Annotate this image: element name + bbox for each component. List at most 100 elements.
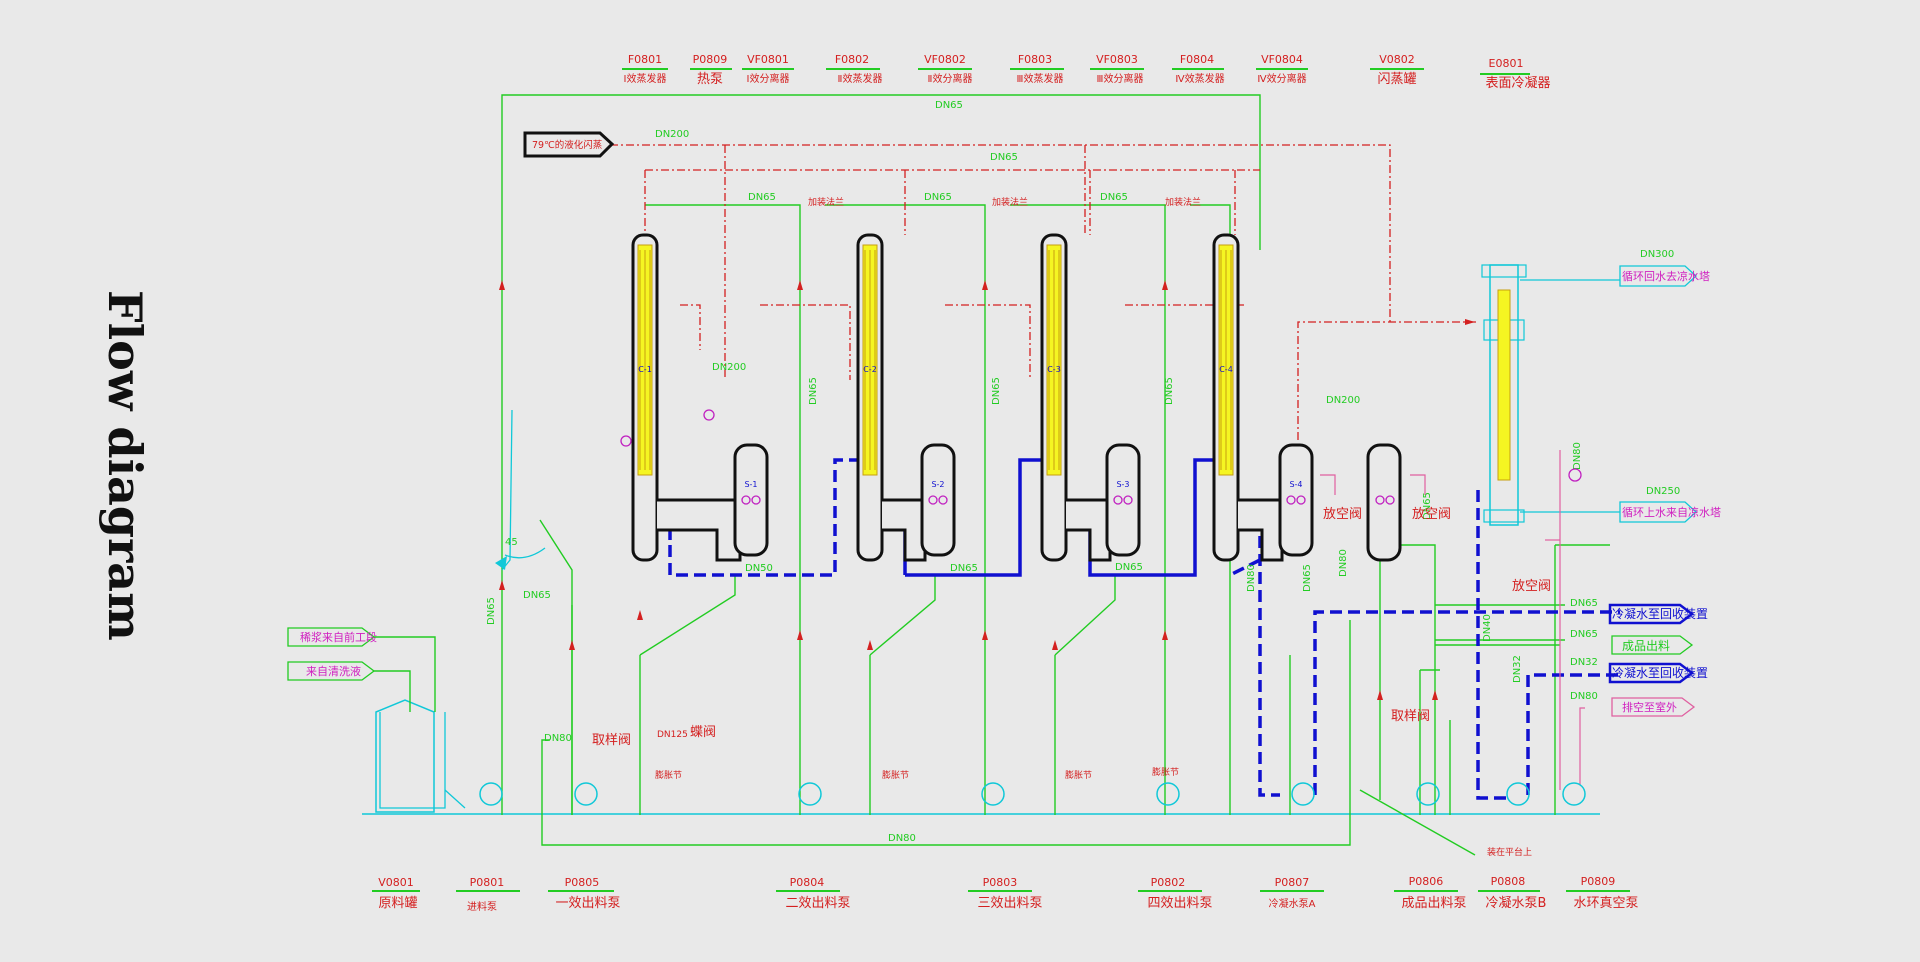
pipe-label: DN65 [1570,629,1598,640]
pipe-label: DN200 [712,362,746,373]
pipe-label: DN80 [544,733,572,744]
pipe-label: DN65 [1164,377,1175,405]
pipe-label: DN32 [1512,655,1523,683]
pipe-label: DN200 [655,129,689,140]
pump [574,782,598,806]
pump [981,782,1005,806]
tag-desc: 二效出料泵 [785,896,850,911]
pipe-label: DN80 [1246,564,1257,592]
pipe-label: DN65 [808,377,819,405]
valve-label: 加装法兰 [808,196,844,208]
evaporator-c3: C-3 S-3 [1040,233,1141,562]
valve-label: 放空阀 [1512,579,1551,594]
pipe-label: DN65 [924,192,952,203]
pipe-label: DN80 [1338,549,1349,577]
tag-id: P0809 [693,53,728,66]
pipe-labels: DN65 DN200 DN65 DN65 DN65 DN65 DN200 DN2… [486,100,1680,844]
pipe-label: DN250 [1646,486,1680,497]
instruments [620,409,1582,505]
pipe-label: DN32 [1570,657,1598,668]
pipe-label: DN65 [990,152,1018,163]
tag-desc: 表面冷凝器 [1485,75,1550,91]
tag-id: F0804 [1180,53,1214,66]
valve-label: 装在平台上 [1487,846,1532,858]
bottom-tag: P0806 成品出料泵 [1394,875,1467,911]
angle-label: 45 [505,537,518,548]
evaporator-group: C-1 S-1 C-2 S-2 C-3 [375,233,1527,813]
tag-id: P0804 [790,876,825,889]
tag-desc: Ⅳ效蒸发器 [1175,72,1224,85]
pipe-label: DN65 [523,590,551,601]
tag-id: P0802 [1151,876,1186,889]
evaporator-c2: C-2 S-2 [856,233,956,562]
process-lines [501,94,1610,846]
outlets: 循环回水去凉水塔 循环上水来自凉水塔 冷凝水至回收装置 成品出料 冷凝水至回收装… [1608,265,1721,717]
cooling-water-lines [668,458,1620,800]
tag-id: F0803 [1018,53,1052,66]
valve-label: 取样阀 [1391,709,1430,724]
outlet-cw-supply: 循环上水来自凉水塔 [1622,505,1721,519]
tag-id: VF0802 [924,53,966,66]
valve-label: 蝶阀 [690,725,716,740]
tag-desc: Ⅳ效分离器 [1257,72,1306,85]
pump [798,782,822,806]
outlet-product: 成品出料 [1622,639,1670,653]
pump [1416,782,1440,806]
tag-desc: 原料罐 [378,896,417,911]
separator-tag: S-3 [1116,480,1129,489]
pipe-label: DN125 [657,730,688,740]
tag-id: VF0803 [1096,53,1138,66]
valve-label: 膨胀节 [882,769,909,781]
tag-id: E0801 [1489,57,1524,70]
pipe-label: DN65 [1302,564,1313,592]
pipe-label: DN65 [991,377,1002,405]
tag-desc: 成品出料泵 [1401,896,1466,911]
pipe-label: DN300 [1640,249,1674,260]
tag-id: P0809 [1581,875,1616,888]
valve-label: 加装法兰 [992,196,1028,208]
tag-desc: 进料泵 [467,900,497,913]
separator-tag: S-1 [744,480,757,489]
pump [1562,782,1586,806]
tag-desc: 一效出料泵 [555,896,620,911]
inlet-wash: 来自清洗液 [306,664,361,678]
pump [479,782,503,806]
separator-tag: S-4 [1289,480,1302,489]
valve-label: 膨胀节 [655,769,682,781]
pumps [479,782,1586,806]
evaporator-c4: C-4 S-4 [1212,233,1314,562]
pipe-label: DN65 [1422,492,1433,520]
pipe-label: DN40 [1482,614,1493,642]
valve-label: 膨胀节 [1152,766,1179,778]
tag-desc: Ⅰ效蒸发器 [624,72,667,85]
tag-desc: Ⅱ效蒸发器 [838,72,883,85]
flow-arrows [499,280,1475,700]
evaporator-tag: C-3 [1047,365,1061,374]
inlets: 稀浆来自前工段 来自清洗液 79℃的液化闪蒸 [287,131,615,712]
valve-label: 膨胀节 [1065,769,1092,781]
pipe-label: DN80 [1572,442,1583,470]
outlet-vent: 排空至室外 [1622,700,1677,714]
tag-id: V0801 [378,876,414,889]
tag-desc: 闪蒸罐 [1377,72,1416,87]
tag-id: F0801 [628,53,662,66]
pipe-label: DN200 [1326,395,1360,406]
pipe-label: DN65 [950,563,978,574]
pipe-label: DN80 [1570,691,1598,702]
tag-id: P0806 [1409,875,1444,888]
vent-lines [1320,450,1585,790]
